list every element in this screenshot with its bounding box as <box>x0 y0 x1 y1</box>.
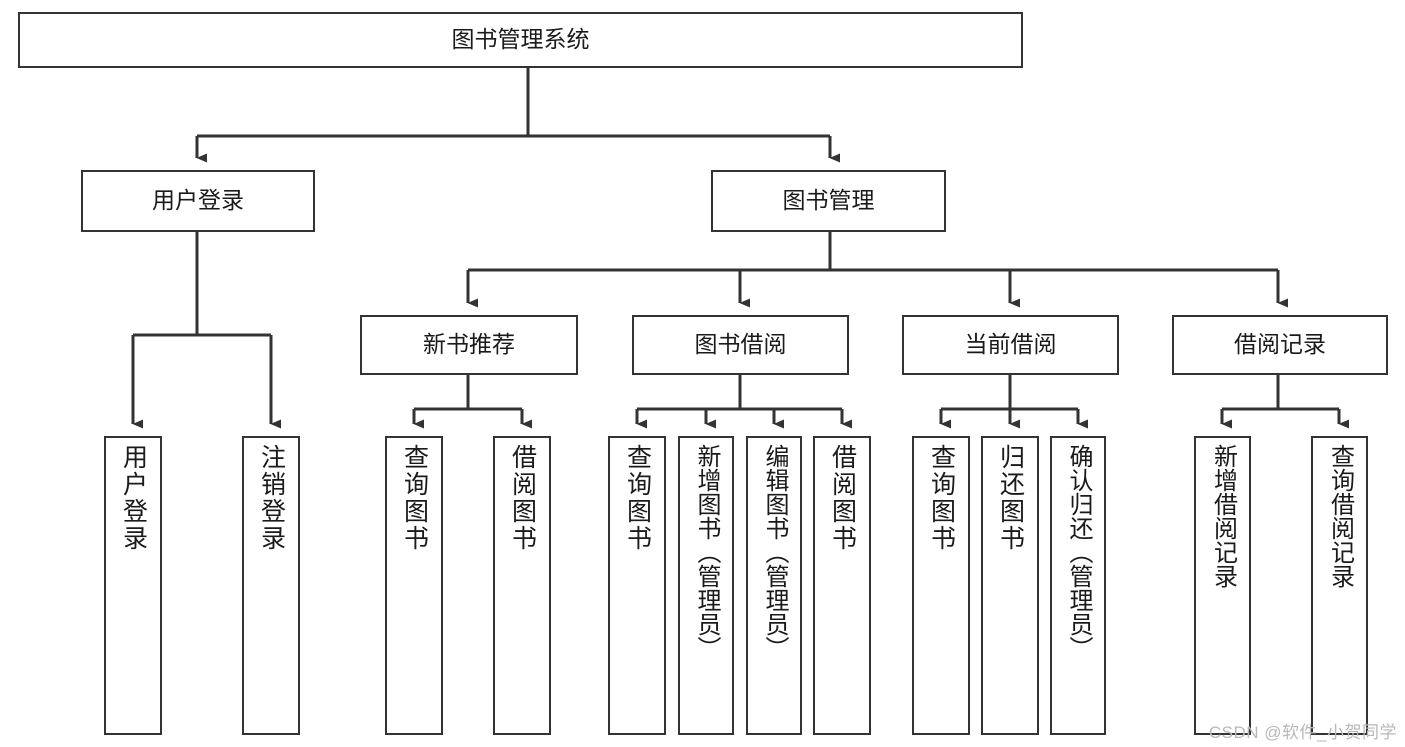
node-label: 用户登录 <box>152 187 244 214</box>
node-label: 新增图书（管理员） <box>693 444 720 660</box>
leaf-user-login[interactable]: 用户登录 <box>104 436 162 735</box>
node-book-management[interactable]: 图书管理 <box>711 170 946 232</box>
leaf-add-book-admin[interactable]: 新增图书（管理员） <box>678 436 734 735</box>
leaf-borrow-book[interactable]: 借阅图书 <box>813 436 871 735</box>
node-label: 归还图书 <box>996 444 1025 552</box>
node-new-book-recommend[interactable]: 新书推荐 <box>360 315 578 375</box>
node-label: 查询图书 <box>623 444 652 552</box>
node-label: 借阅记录 <box>1234 331 1326 358</box>
node-book-borrow[interactable]: 图书借阅 <box>632 315 849 375</box>
leaf-add-borrow-record[interactable]: 新增借阅记录 <box>1194 436 1251 735</box>
leaf-confirm-return-admin[interactable]: 确认归还（管理员） <box>1050 436 1106 735</box>
node-root-system[interactable]: 图书管理系统 <box>18 12 1023 68</box>
node-label: 借阅图书 <box>508 444 537 552</box>
node-label: 当前借阅 <box>964 331 1057 358</box>
leaf-query-book-borrow[interactable]: 查询图书 <box>608 436 666 735</box>
node-label: 图书管理 <box>782 187 875 214</box>
leaf-logout[interactable]: 注销登录 <box>242 436 300 735</box>
leaf-query-borrow-record[interactable]: 查询借阅记录 <box>1311 436 1368 735</box>
node-label: 查询图书 <box>400 444 429 552</box>
node-user-login[interactable]: 用户登录 <box>81 170 315 232</box>
node-label: 图书管理系统 <box>451 26 590 53</box>
node-label: 新书推荐 <box>423 331 515 358</box>
leaf-query-book-current[interactable]: 查询图书 <box>912 436 970 735</box>
node-label: 新增借阅记录 <box>1209 444 1237 588</box>
leaf-query-book-recommend[interactable]: 查询图书 <box>385 436 443 735</box>
leaf-edit-book-admin[interactable]: 编辑图书（管理员） <box>746 436 802 735</box>
node-label: 确认归还（管理员） <box>1065 444 1092 660</box>
node-label: 借阅图书 <box>828 444 857 552</box>
leaf-borrow-book-recommend[interactable]: 借阅图书 <box>493 436 551 735</box>
node-label: 注销登录 <box>257 444 286 552</box>
node-label: 用户登录 <box>119 444 148 552</box>
leaf-return-book[interactable]: 归还图书 <box>981 436 1039 735</box>
node-current-borrow[interactable]: 当前借阅 <box>902 315 1119 375</box>
node-borrow-record[interactable]: 借阅记录 <box>1172 315 1388 375</box>
node-label: 图书借阅 <box>694 331 787 358</box>
node-label: 查询图书 <box>927 444 956 552</box>
node-label: 编辑图书（管理员） <box>761 444 788 660</box>
node-label: 查询借阅记录 <box>1326 444 1354 588</box>
